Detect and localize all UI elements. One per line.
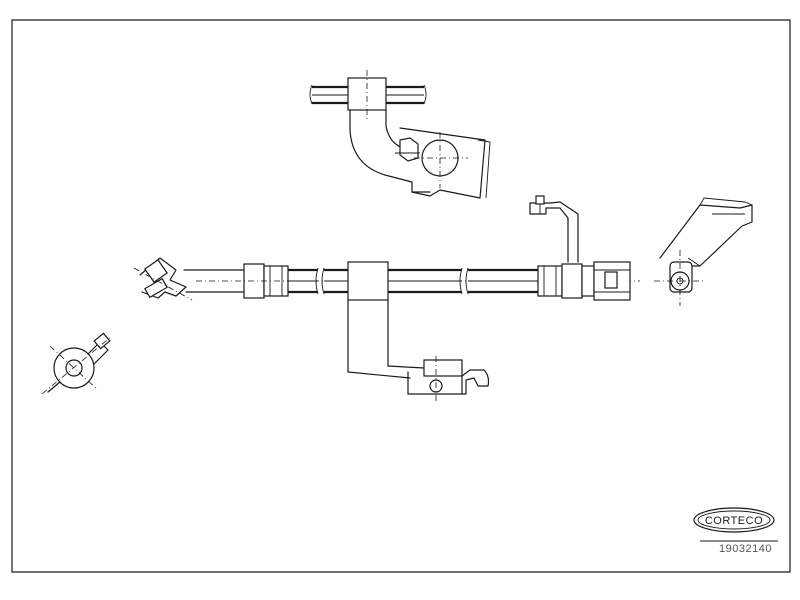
right-bracket-detail — [654, 197, 753, 306]
drawing-frame — [11, 19, 791, 573]
brand-logo-text: CORTECO — [705, 515, 763, 527]
centre-clamp-bracket — [347, 261, 490, 402]
left-banjo-fitting — [133, 257, 193, 301]
corteco-logo: CORTECO — [693, 507, 775, 533]
top-bracket-detail — [309, 70, 491, 199]
main-hose-assembly — [133, 195, 640, 402]
part-number: 19032140 — [719, 543, 772, 555]
left-eyelet-detail — [41, 332, 113, 395]
upper-tab-bracket — [529, 195, 579, 263]
